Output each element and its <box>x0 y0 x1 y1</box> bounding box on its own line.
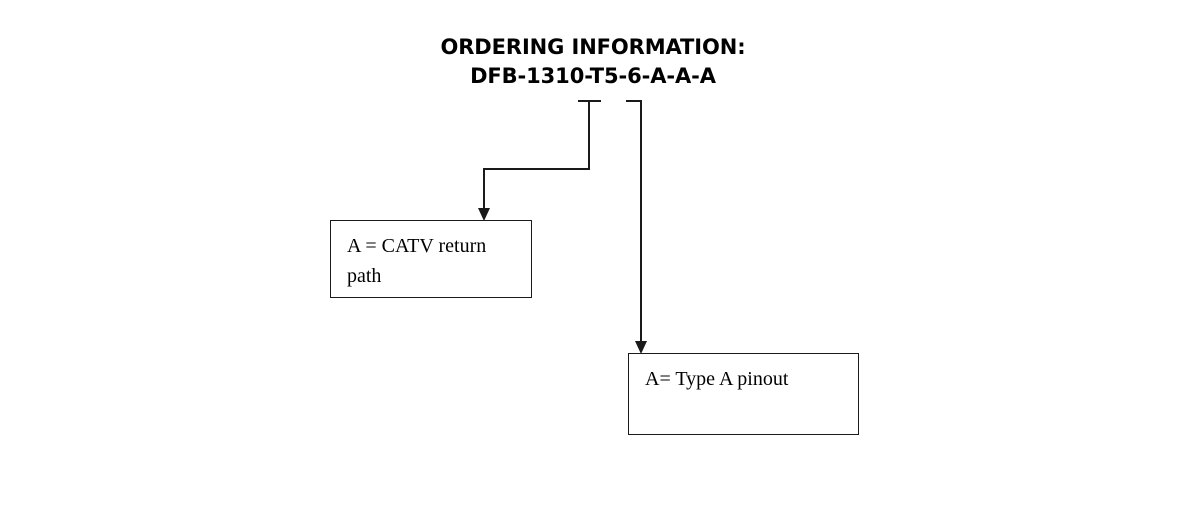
callout-box-catv: A = CATV return path <box>330 220 532 298</box>
leader-pinout-arrowhead <box>635 341 647 354</box>
leader-pinout-vertical <box>640 100 642 345</box>
callout-box-catv-text: A = CATV return path <box>347 235 492 287</box>
leader-pinout-tick <box>626 100 642 102</box>
leader-catv-vertical-upper <box>588 100 590 170</box>
callout-box-pinout: A= Type A pinout <box>628 353 859 435</box>
callout-box-pinout-text: A= Type A pinout <box>645 368 789 390</box>
leader-catv-horizontal <box>483 168 590 170</box>
leader-catv-arrowhead <box>478 208 490 221</box>
part-number-label: DFB-1310-T5-6-A-A-A <box>470 64 716 88</box>
page-title: ORDERING INFORMATION: <box>440 35 746 59</box>
heading-block: ORDERING INFORMATION: DFB-1310-T5-6-A-A-… <box>0 33 1186 91</box>
leader-catv-vertical-lower <box>483 168 485 212</box>
